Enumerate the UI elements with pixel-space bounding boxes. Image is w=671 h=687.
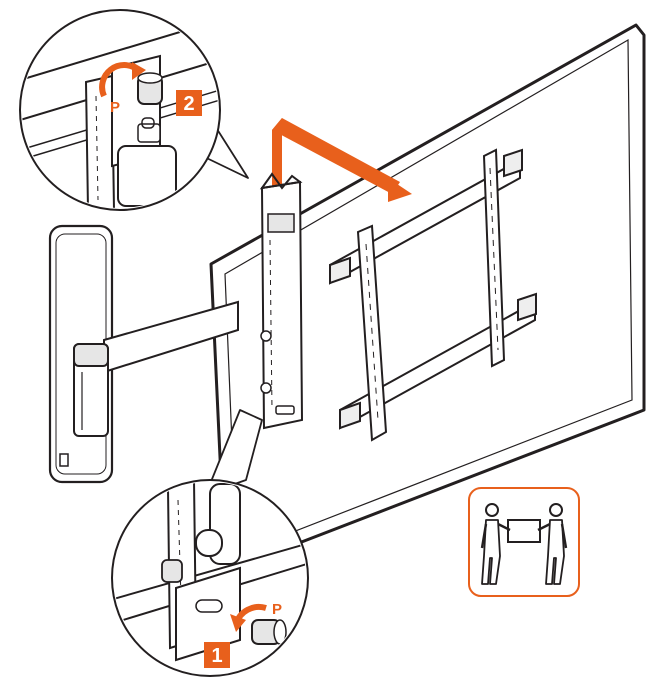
rotate-arrow-icon — [230, 603, 267, 632]
zoom-detail-step-2: P 2 — [19, 9, 249, 211]
vesa-horizontal-bar-top — [329, 148, 523, 285]
step-badge-2-label: 2 — [183, 93, 194, 115]
step-badge-2: 2 — [176, 90, 202, 116]
vesa-horizontal-bar-bottom — [339, 292, 537, 430]
vesa-vertical-rail-right — [482, 148, 506, 368]
hanging-bracket — [259, 172, 304, 430]
two-person-lift-icon — [468, 487, 580, 597]
swing-arm — [73, 300, 239, 437]
rotation-label-bottom: P — [272, 601, 282, 618]
vesa-vertical-rail-left — [356, 224, 388, 442]
zoom-detail-step-1: P 1 — [111, 409, 309, 677]
rotation-label-top: P — [110, 99, 120, 116]
step-badge-1-label: 1 — [211, 645, 222, 667]
step-badge-1: 1 — [204, 642, 230, 668]
rotate-arrow-icon — [99, 62, 146, 98]
vesa-bracket — [329, 148, 537, 442]
